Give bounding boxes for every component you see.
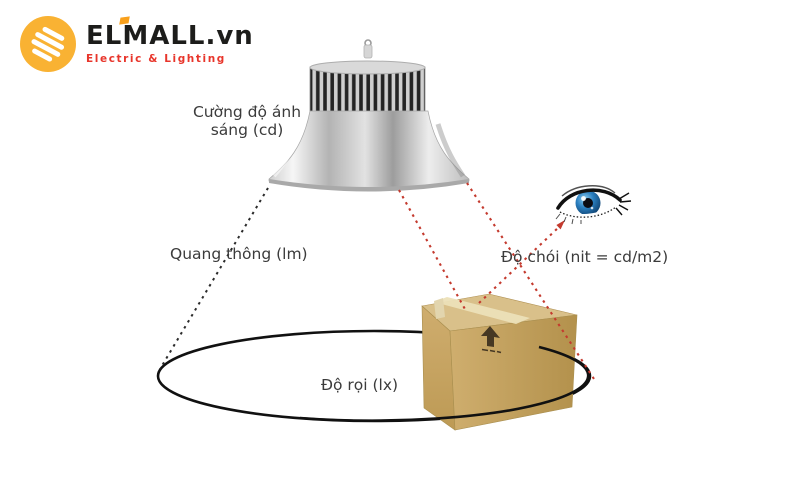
cardboard-box (421, 293, 578, 431)
logo-brand-name: ELMALL (86, 21, 206, 51)
box-arrow-icon (481, 326, 502, 354)
red-arrowhead (556, 220, 565, 230)
logo-e-stripes-icon (22, 20, 73, 69)
eye-icon (555, 185, 632, 225)
logo-brand-domain: .vn (205, 21, 254, 51)
logo-tagline: Electric & Lighting (86, 53, 226, 65)
logo-brand-text: ELMALL.vn (86, 23, 254, 49)
black-line-lamp-to-floor (159, 187, 269, 370)
floor-ellipse-front-arc (299, 345, 590, 422)
highbay-light-icon (268, 39, 470, 192)
logo-accent-mark (119, 16, 130, 25)
elmall-logo: ELMALL.vn Electric & Lighting (20, 16, 254, 72)
red-line-lamp-to-box (398, 189, 467, 312)
red-line-box-to-eye (478, 225, 561, 304)
elmall-logo-icon (20, 16, 76, 72)
